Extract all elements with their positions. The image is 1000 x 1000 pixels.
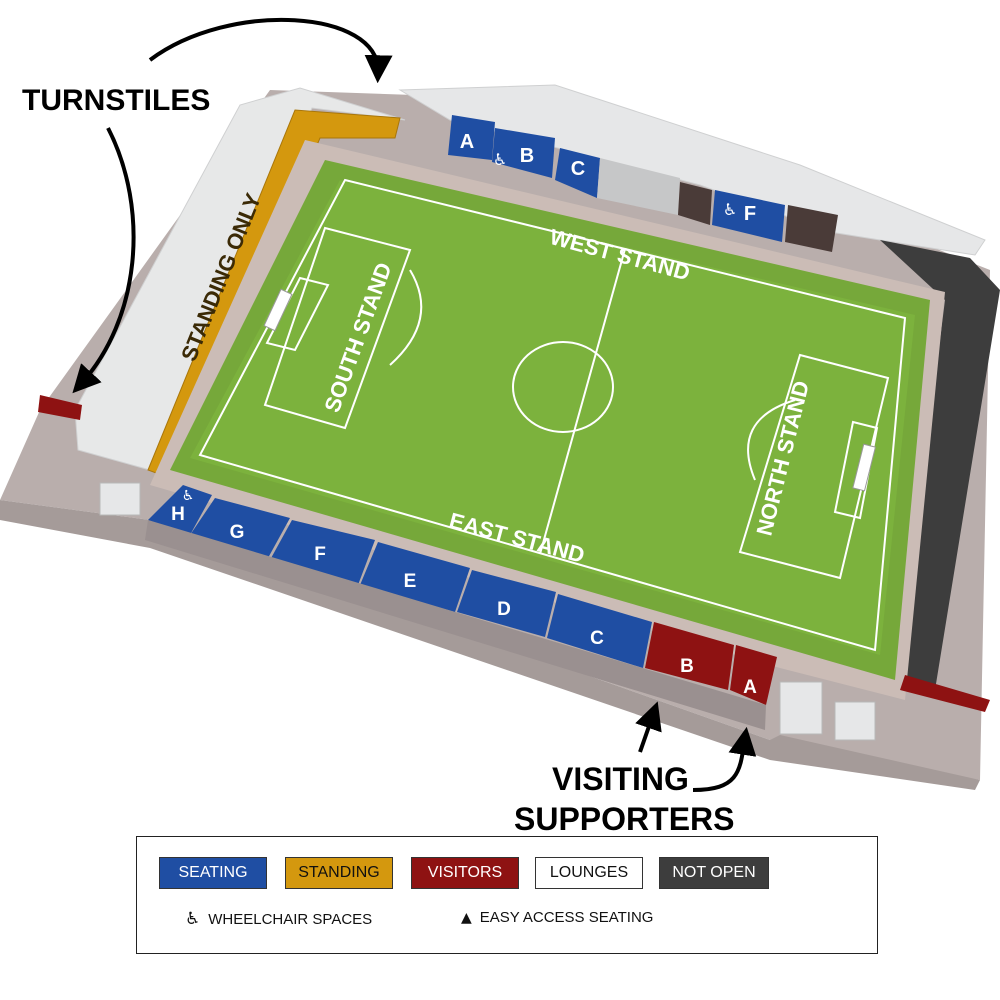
west-block-f[interactable] xyxy=(712,190,785,242)
east-block-d-label: D xyxy=(497,599,511,620)
west-block-a[interactable] xyxy=(448,115,495,160)
pitch-lighter xyxy=(190,180,915,655)
wheelchair-icon: ♿ xyxy=(185,909,201,929)
visiting-supporters-callout-line2: SUPPORTERS xyxy=(514,801,734,837)
west-dark-1 xyxy=(678,182,712,225)
east-block-a-label: A xyxy=(743,677,757,698)
legend-lounges: LOUNGES xyxy=(535,857,643,889)
kiosk-1 xyxy=(99,482,141,516)
east-block-f-label: F xyxy=(314,544,326,565)
turnstiles-arrow-left xyxy=(72,127,136,394)
east-block-f[interactable] xyxy=(270,520,375,585)
east-block-b[interactable] xyxy=(645,622,734,690)
west-block-c[interactable] xyxy=(555,148,600,198)
legend-visitors: VISITORS xyxy=(411,857,519,889)
east-block-b-label: B xyxy=(680,656,694,677)
east-block-c[interactable] xyxy=(547,594,652,668)
north-stand-not-open xyxy=(870,240,1000,690)
north-goal xyxy=(852,443,876,492)
east-block-h-label: H xyxy=(171,504,185,525)
wheelchair-icon: ♿ xyxy=(723,200,737,219)
east-block-c-label: C xyxy=(590,628,604,649)
visiting-arrow-left xyxy=(635,701,662,753)
legend-easy-access: ▲ EASY ACCESS SEATING xyxy=(461,909,653,926)
west-block-f-label: F xyxy=(744,203,756,225)
visiting-supporters-callout-line1: VISITING xyxy=(552,761,689,797)
east-block-e[interactable] xyxy=(360,542,470,612)
legend-not-open: NOT OPEN xyxy=(659,857,769,889)
legend-wheelchair-spaces: ♿ WHEELCHAIR SPACES xyxy=(185,909,372,929)
legend-easy-access-text: EASY ACCESS SEATING xyxy=(479,909,654,926)
west-lounge-1 xyxy=(597,158,680,215)
turnstile-gate-north xyxy=(900,675,990,712)
east-block-g[interactable] xyxy=(190,498,290,558)
triangle-icon: ▲ xyxy=(461,909,472,926)
south-goal xyxy=(263,288,293,332)
kiosk-3 xyxy=(834,701,876,741)
turnstiles-callout: TURNSTILES xyxy=(22,84,210,117)
legend-seating: SEATING xyxy=(159,857,267,889)
legend: SEATING STANDING VISITORS LOUNGES NOT OP… xyxy=(136,836,878,954)
east-block-h[interactable] xyxy=(148,485,212,535)
pitch-markings xyxy=(198,178,907,652)
turnstiles-arrow-top xyxy=(148,17,393,84)
west-dark-2 xyxy=(785,205,838,252)
west-block-c-label: C xyxy=(571,158,585,180)
east-block-g-label: G xyxy=(230,522,245,543)
kiosk-2 xyxy=(779,681,823,735)
wheelchair-icon: ♿ xyxy=(182,488,195,504)
west-block-b[interactable] xyxy=(492,128,555,178)
legend-wheelchair-text: WHEELCHAIR SPACES xyxy=(208,910,373,928)
wheelchair-icon: ♿ xyxy=(493,150,507,169)
turnstile-gate-south xyxy=(38,395,82,420)
west-block-b-label: B xyxy=(520,145,534,167)
east-block-a[interactable] xyxy=(730,645,777,705)
east-block-e-label: E xyxy=(404,571,417,592)
east-block-d[interactable] xyxy=(457,570,556,637)
east-stand-base xyxy=(145,520,766,730)
west-block-a-label: A xyxy=(460,131,474,153)
legend-standing: STANDING xyxy=(285,857,393,889)
visiting-arrow-right xyxy=(692,726,757,792)
